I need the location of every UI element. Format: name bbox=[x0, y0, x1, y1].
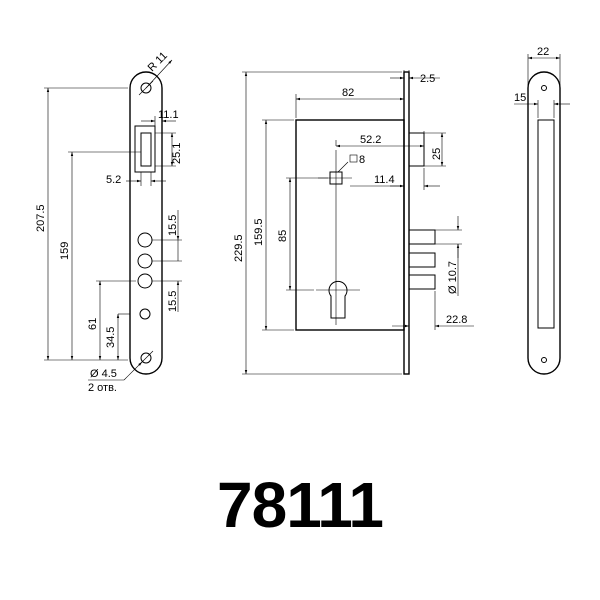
dim-15-5-top: 15.5 bbox=[167, 215, 179, 236]
faceplate-bolt-hole-3 bbox=[137, 273, 153, 289]
dim-22-8: 22.8 bbox=[446, 314, 467, 326]
dim-22: 22 bbox=[537, 46, 549, 58]
dead-bolt-2 bbox=[408, 252, 436, 268]
dim-10-7: Ø 10.7 bbox=[447, 261, 459, 294]
dim-overall-height: 207.5 bbox=[35, 204, 47, 232]
faceplate-fix-hole bbox=[139, 308, 151, 320]
dim-34-5: 34.5 bbox=[105, 327, 117, 348]
front-plate bbox=[403, 71, 410, 375]
dim-15-5-bottom: 15.5 bbox=[167, 291, 179, 312]
dim-25: 25 bbox=[431, 148, 443, 160]
dim-11-1: 11.1 bbox=[158, 109, 179, 121]
dim-52-2: 52.2 bbox=[360, 134, 381, 146]
dim-61: 61 bbox=[87, 318, 99, 330]
dim-11-4: 11.4 bbox=[374, 174, 395, 186]
body-view: 229.5 159.5 85 82 2.5 52.2 8 11.4 25 bbox=[233, 70, 474, 375]
dim-25-1: 25.1 bbox=[171, 143, 183, 164]
faceplate-bolt-hole-2 bbox=[137, 253, 153, 269]
side-plate-recess bbox=[537, 119, 555, 329]
hole-count-label: 2 отв. bbox=[88, 382, 117, 394]
side-plate-hole-top bbox=[541, 85, 547, 91]
faceplate-view: R 11 207.5 159 61 34.5 11.1 25.1 bbox=[35, 50, 183, 394]
faceplate-outline bbox=[129, 71, 163, 375]
dim-82: 82 bbox=[342, 87, 354, 99]
latch-bolt bbox=[408, 132, 425, 167]
faceplate-screw-hole-bottom bbox=[140, 352, 152, 364]
latch-opening-inner bbox=[140, 132, 152, 167]
dim-229-5: 229.5 bbox=[233, 234, 245, 262]
lock-case bbox=[295, 119, 405, 331]
dim-square-8: 8 bbox=[359, 154, 365, 166]
cylinder-keyhole bbox=[328, 280, 348, 319]
radius-label: R 11 bbox=[146, 50, 170, 74]
dead-bolt-1 bbox=[408, 229, 436, 245]
dim-15: 15 bbox=[514, 92, 526, 104]
dim-159-5: 159.5 bbox=[253, 218, 265, 246]
faceplate-screw-hole-top bbox=[140, 82, 152, 94]
side-plate-outline bbox=[527, 71, 561, 375]
faceplate-bolt-hole-1 bbox=[137, 232, 153, 248]
dim-2-5: 2.5 bbox=[420, 73, 435, 85]
dim-85: 85 bbox=[277, 230, 289, 242]
dead-bolt-3 bbox=[408, 274, 436, 290]
latch-opening bbox=[134, 125, 156, 173]
square-symbol bbox=[349, 154, 358, 163]
side-plate-hole-bottom bbox=[541, 357, 547, 363]
side-view: 22 15 bbox=[514, 46, 570, 375]
dim-5-2: 5.2 bbox=[106, 174, 121, 186]
dim-159: 159 bbox=[59, 242, 71, 260]
hole-diameter-label: Ø 4.5 bbox=[90, 368, 117, 380]
model-number: 78111 bbox=[217, 469, 384, 541]
radius-leader bbox=[145, 59, 173, 89]
